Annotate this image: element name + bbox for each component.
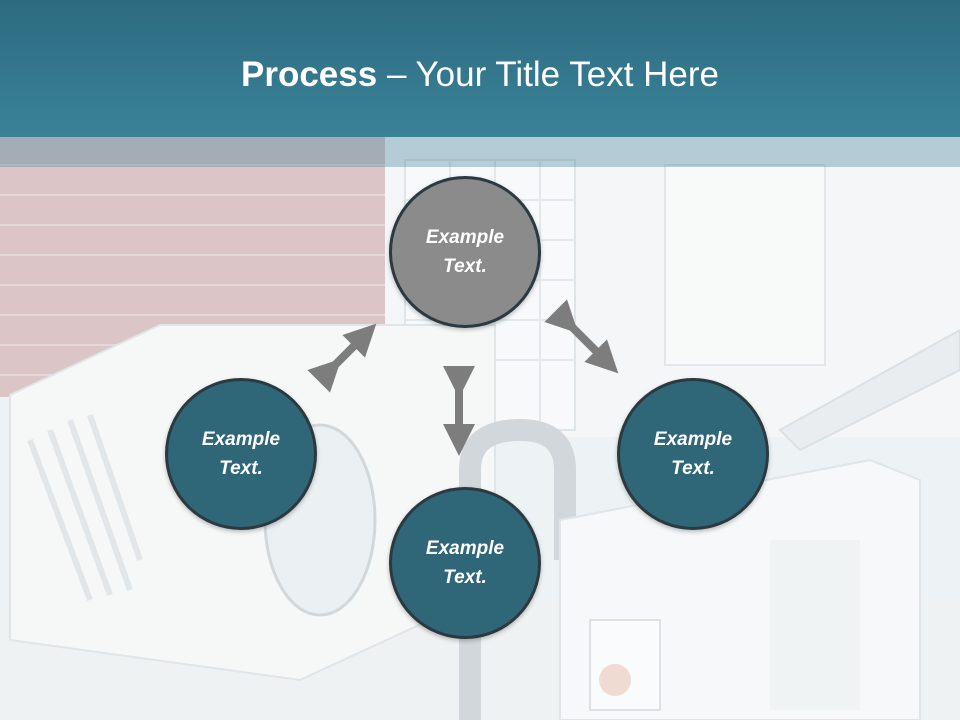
process-node-left[interactable]: Example Text. [165,378,317,530]
process-node-left-label: Example Text. [201,429,281,479]
title-bar [0,0,960,137]
slide-title-bold: Process [241,55,378,94]
process-node-right-label: Example Text. [653,429,733,479]
process-node-top[interactable]: Example Text. [389,176,541,328]
title-band [0,137,960,167]
slide-title[interactable]: Process – Your Title Text Here [0,52,960,98]
process-node-bottom[interactable]: Example Text. [389,487,541,639]
slide-title-rest: – Your Title Text Here [377,55,719,94]
process-node-bottom-label: Example Text. [425,538,505,588]
process-node-right[interactable]: Example Text. [617,378,769,530]
process-node-top-label: Example Text. [425,227,505,277]
